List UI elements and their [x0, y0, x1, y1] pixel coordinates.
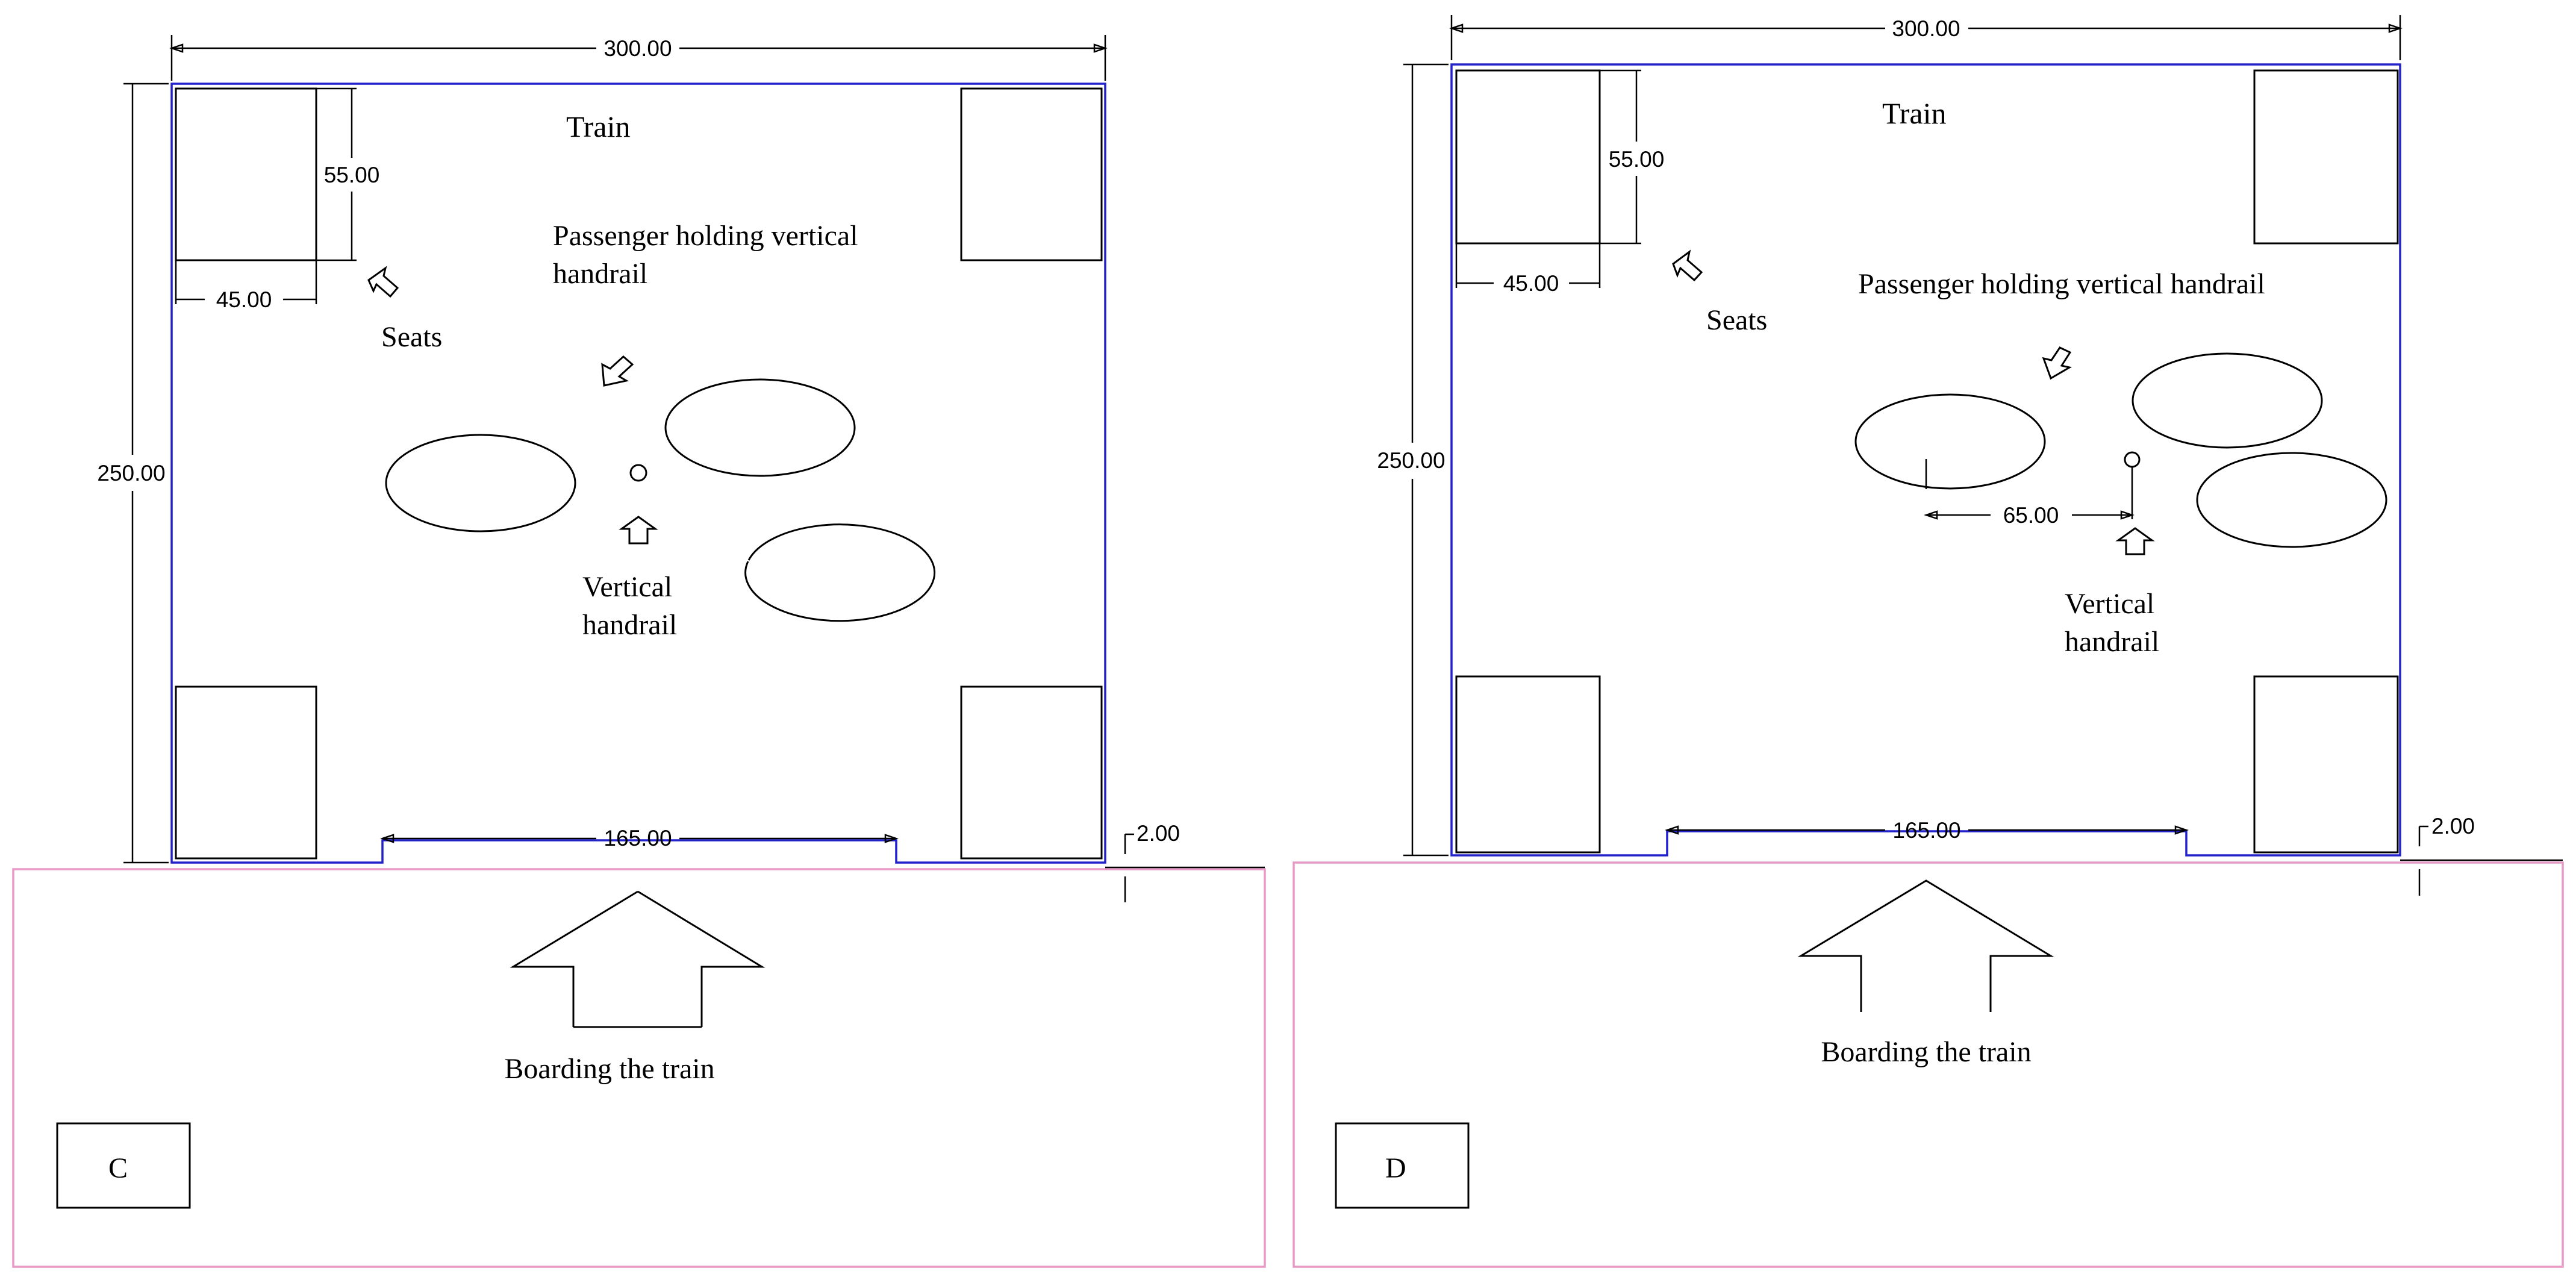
handrail-label-line2: handrail — [2065, 626, 2159, 658]
boarding-arrow-icon — [1797, 879, 2054, 1012]
height-dimension-text: 250.00 — [97, 461, 165, 486]
handrail-arrow-icon — [2115, 527, 2155, 555]
width-dimension: 300.00 — [169, 35, 1108, 81]
train-label: Train — [1882, 96, 1947, 130]
step-gap-text: 2.00 — [1137, 821, 1180, 846]
seat-width-text: 45.00 — [216, 287, 272, 312]
handrail-label-line1: Vertical — [582, 571, 672, 603]
passenger-label-line1: Passenger holding vertical — [553, 220, 858, 252]
passenger-ellipse-top-right — [664, 378, 856, 477]
seat-depth-text: 55.00 — [324, 163, 380, 187]
seat-bottom-right — [2253, 675, 2399, 854]
passenger-label: Passenger holding vertical handrail — [1858, 268, 2265, 300]
passenger-distance-dimension: 65.00 — [1924, 459, 2135, 528]
passenger-ellipse-bottom-right — [744, 523, 936, 622]
passenger-distance-text: 65.00 — [2003, 503, 2059, 528]
seat-top-left — [1455, 69, 1601, 245]
boarding-arrow-icon — [510, 890, 766, 1027]
step-gap-dimension: 2.00 — [2400, 814, 2563, 896]
seat-bottom-right — [960, 685, 1103, 860]
seat-top-left — [175, 87, 317, 261]
door-width-text: 165.00 — [603, 826, 672, 851]
panel-c: 300.00 250.00 55.00 45.0 — [12, 35, 1266, 1268]
handrail-label-line2: handrail — [582, 609, 677, 641]
seat-depth-dimension: 55.00 — [316, 87, 380, 261]
door-width-text: 165.00 — [1892, 818, 1960, 843]
train-label: Train — [566, 110, 631, 143]
width-dimension-text: 300.00 — [1892, 16, 1960, 41]
passenger-arrow-icon — [2042, 346, 2072, 380]
boarding-label: Boarding the train — [1821, 1036, 2031, 1068]
width-dimension-text: 300.00 — [603, 36, 672, 61]
vertical-handrail-marker — [2124, 451, 2141, 468]
door-width-dimension: 165.00 — [1665, 818, 2189, 843]
passenger-ellipse-top-right — [2132, 352, 2323, 449]
passenger-arrow-icon — [601, 355, 634, 387]
platform-area — [12, 868, 1266, 1268]
step-gap-text: 2.00 — [2431, 814, 2475, 838]
boarding-label: Boarding the train — [504, 1053, 714, 1085]
door-width-dimension: 165.00 — [380, 826, 899, 851]
panel-tag-c: C — [108, 1152, 128, 1184]
panel-tag-d: D — [1385, 1152, 1406, 1184]
seat-width-dimension: 45.00 — [1455, 243, 1601, 296]
passenger-ellipse-left — [1854, 393, 2046, 490]
seat-width-dimension: 45.00 — [175, 260, 317, 312]
seats-arrow-icon — [367, 266, 399, 298]
train-outline — [170, 83, 1106, 864]
height-dimension: 250.00 — [97, 83, 169, 864]
seat-top-right — [960, 87, 1103, 261]
platform-area — [1293, 861, 2564, 1268]
seat-depth-text: 55.00 — [1609, 147, 1665, 172]
handrail-arrow-icon — [619, 516, 658, 545]
seat-bottom-left — [175, 685, 317, 860]
seats-label: Seats — [1706, 304, 1767, 336]
height-dimension-text: 250.00 — [1377, 448, 1445, 473]
passenger-ellipse-bottom-right — [2196, 452, 2387, 548]
panel-tag-box — [56, 1122, 191, 1209]
train-outline — [1450, 63, 2401, 857]
panel-tag-box — [1335, 1122, 1470, 1209]
seat-depth-dimension: 55.00 — [1600, 69, 1665, 245]
step-gap-dimension: 2.00 — [1105, 821, 1265, 902]
vertical-handrail-marker — [629, 464, 647, 482]
passenger-ellipse-left — [385, 434, 576, 532]
passenger-label-line2: handrail — [553, 258, 647, 290]
handrail-label-line1: Vertical — [2065, 588, 2154, 620]
width-dimension: 300.00 — [1449, 15, 2403, 60]
seats-label: Seats — [381, 321, 442, 353]
seat-top-right — [2253, 69, 2399, 245]
seat-width-text: 45.00 — [1503, 271, 1559, 296]
panel-d: 300.00 250.00 55.00 45.0 — [1293, 15, 2564, 1268]
height-dimension: 250.00 — [1377, 63, 1449, 857]
seats-arrow-icon — [1672, 249, 1703, 282]
seat-bottom-left — [1455, 675, 1601, 854]
